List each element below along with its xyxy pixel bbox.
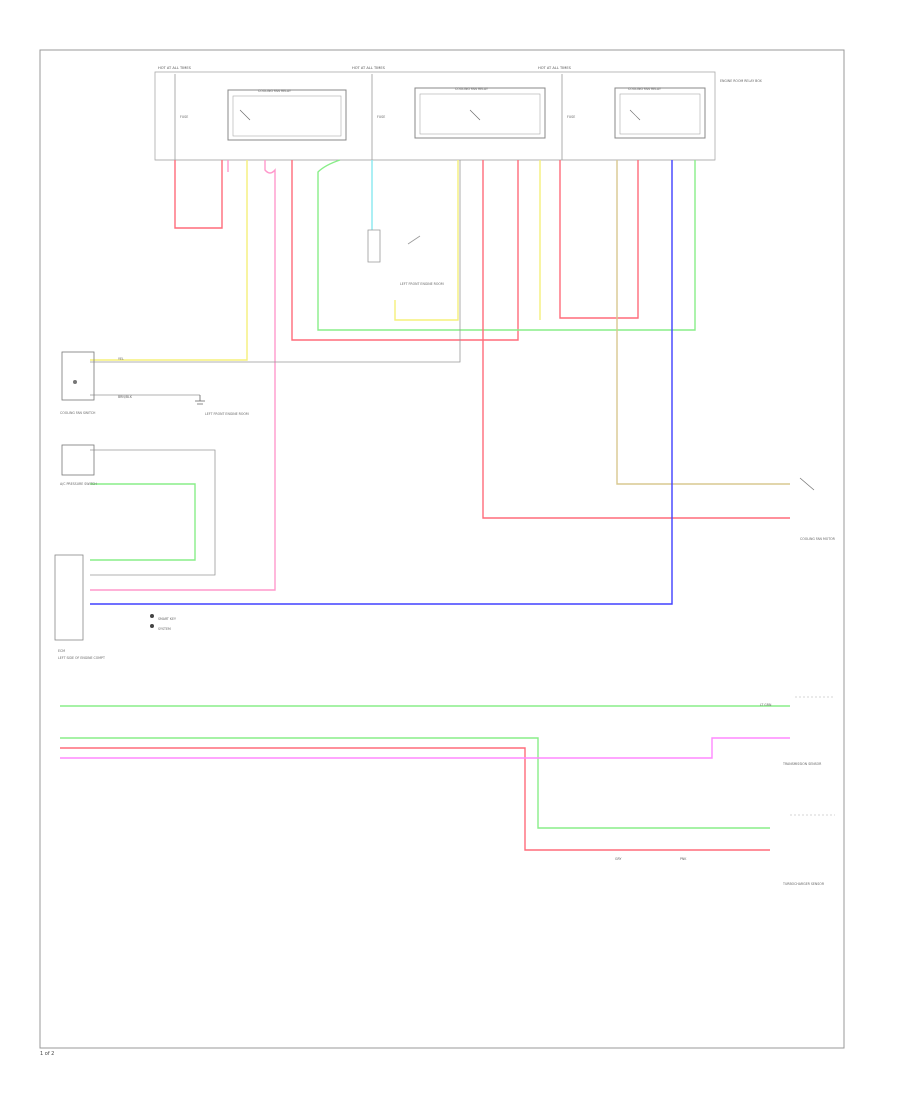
wire-red-3 xyxy=(482,160,790,519)
hot-label-1: HOT AT ALL TIMES xyxy=(158,66,192,70)
svg-text:FUSE: FUSE xyxy=(377,115,385,119)
wire-blue xyxy=(90,160,673,605)
wires xyxy=(60,159,790,851)
fuse-2: FUSE xyxy=(371,74,385,160)
ground-icon: LEFT FRONT ENGINE ROOM xyxy=(195,395,249,416)
wire-green-1 xyxy=(317,159,696,331)
cooling-fan-motor: COOLING FAN MOTOR xyxy=(799,477,836,541)
svg-text:LEFT FRONT ENGINE ROOM: LEFT FRONT ENGINE ROOM xyxy=(205,412,249,416)
diagram-frame xyxy=(39,49,845,1049)
svg-text:COOLING FAN RELAY: COOLING FAN RELAY xyxy=(258,89,291,93)
ground-label-2: LEFT FRONT ENGINE ROOM xyxy=(400,282,444,286)
wire-violet xyxy=(60,737,790,759)
svg-text:COOLING FAN RELAY: COOLING FAN RELAY xyxy=(455,87,488,91)
ecm-block: ECM LEFT SIDE OF ENGINE COMPT xyxy=(54,554,105,660)
hot-label-3: HOT AT ALL TIMES xyxy=(538,66,572,70)
wire-tag-gry: GRY xyxy=(615,857,621,861)
relay-1: COOLING FAN RELAY xyxy=(227,89,347,141)
ac-switch: COOLING FAN SWITCH xyxy=(60,351,96,415)
wire-tan xyxy=(616,160,790,485)
fuse-3: FUSE xyxy=(561,74,575,160)
wire-green-2 xyxy=(90,483,196,561)
turbocharger-sensor: TURBOCHARGER SENSOR xyxy=(782,814,835,886)
relay-3: COOLING FAN RELAY xyxy=(614,87,706,139)
wire-red-5 xyxy=(60,747,770,851)
fuse-1: FUSE xyxy=(174,74,188,160)
svg-text:ECM: ECM xyxy=(58,649,65,653)
svg-text:FUSE: FUSE xyxy=(180,115,188,119)
svg-text:A/C PRESSURE SWITCH: A/C PRESSURE SWITCH xyxy=(60,482,97,486)
wire-tag-lg: LT GRN xyxy=(760,703,772,707)
svg-text:COOLING FAN SWITCH: COOLING FAN SWITCH xyxy=(60,411,96,415)
svg-text:TRANSMISSION SENSOR: TRANSMISSION SENSOR xyxy=(782,762,822,766)
svg-text:TURBOCHARGER SENSOR: TURBOCHARGER SENSOR xyxy=(782,882,825,886)
svg-text:LEFT SIDE OF ENGINE COMPT: LEFT SIDE OF ENGINE COMPT xyxy=(58,656,105,660)
svg-text:COOLING FAN MOTOR: COOLING FAN MOTOR xyxy=(800,537,836,541)
wire-red-4 xyxy=(559,160,639,319)
svg-text:COOLING FAN RELAY: COOLING FAN RELAY xyxy=(628,87,661,91)
relay-box-label: ENGINE ROOM RELAY BOX xyxy=(720,79,763,83)
svg-text:SMART KEY: SMART KEY xyxy=(158,617,176,621)
wire-red-loop xyxy=(174,160,223,229)
ac-pressure-switch: A/C PRESSURE SWITCH xyxy=(60,444,97,486)
to-system-note: SMART KEY SYSTEM xyxy=(150,614,176,631)
control-lines xyxy=(90,160,461,576)
wire-tag-yel: YEL xyxy=(118,357,124,361)
wire-yellow-2 xyxy=(394,160,459,321)
wire-green-3 xyxy=(60,737,770,829)
transmission-sensor: TRANSMISSION SENSOR xyxy=(782,696,835,766)
hot-label-2: HOT AT ALL TIMES xyxy=(352,66,386,70)
page-footer: 1 of 2 xyxy=(40,1051,54,1057)
wire-pink-2 xyxy=(90,160,276,591)
relay-box-frame xyxy=(154,71,716,161)
wire-yellow-1 xyxy=(90,160,248,361)
svg-text:SYSTEM: SYSTEM xyxy=(158,627,171,631)
svg-text:FUSE: FUSE xyxy=(567,115,575,119)
wire-red-2 xyxy=(291,160,519,341)
relay-2: COOLING FAN RELAY xyxy=(414,87,546,139)
wire-tag-brn: BRN/BLK xyxy=(118,395,133,399)
wire-tag-pnk: PNK xyxy=(680,857,687,861)
